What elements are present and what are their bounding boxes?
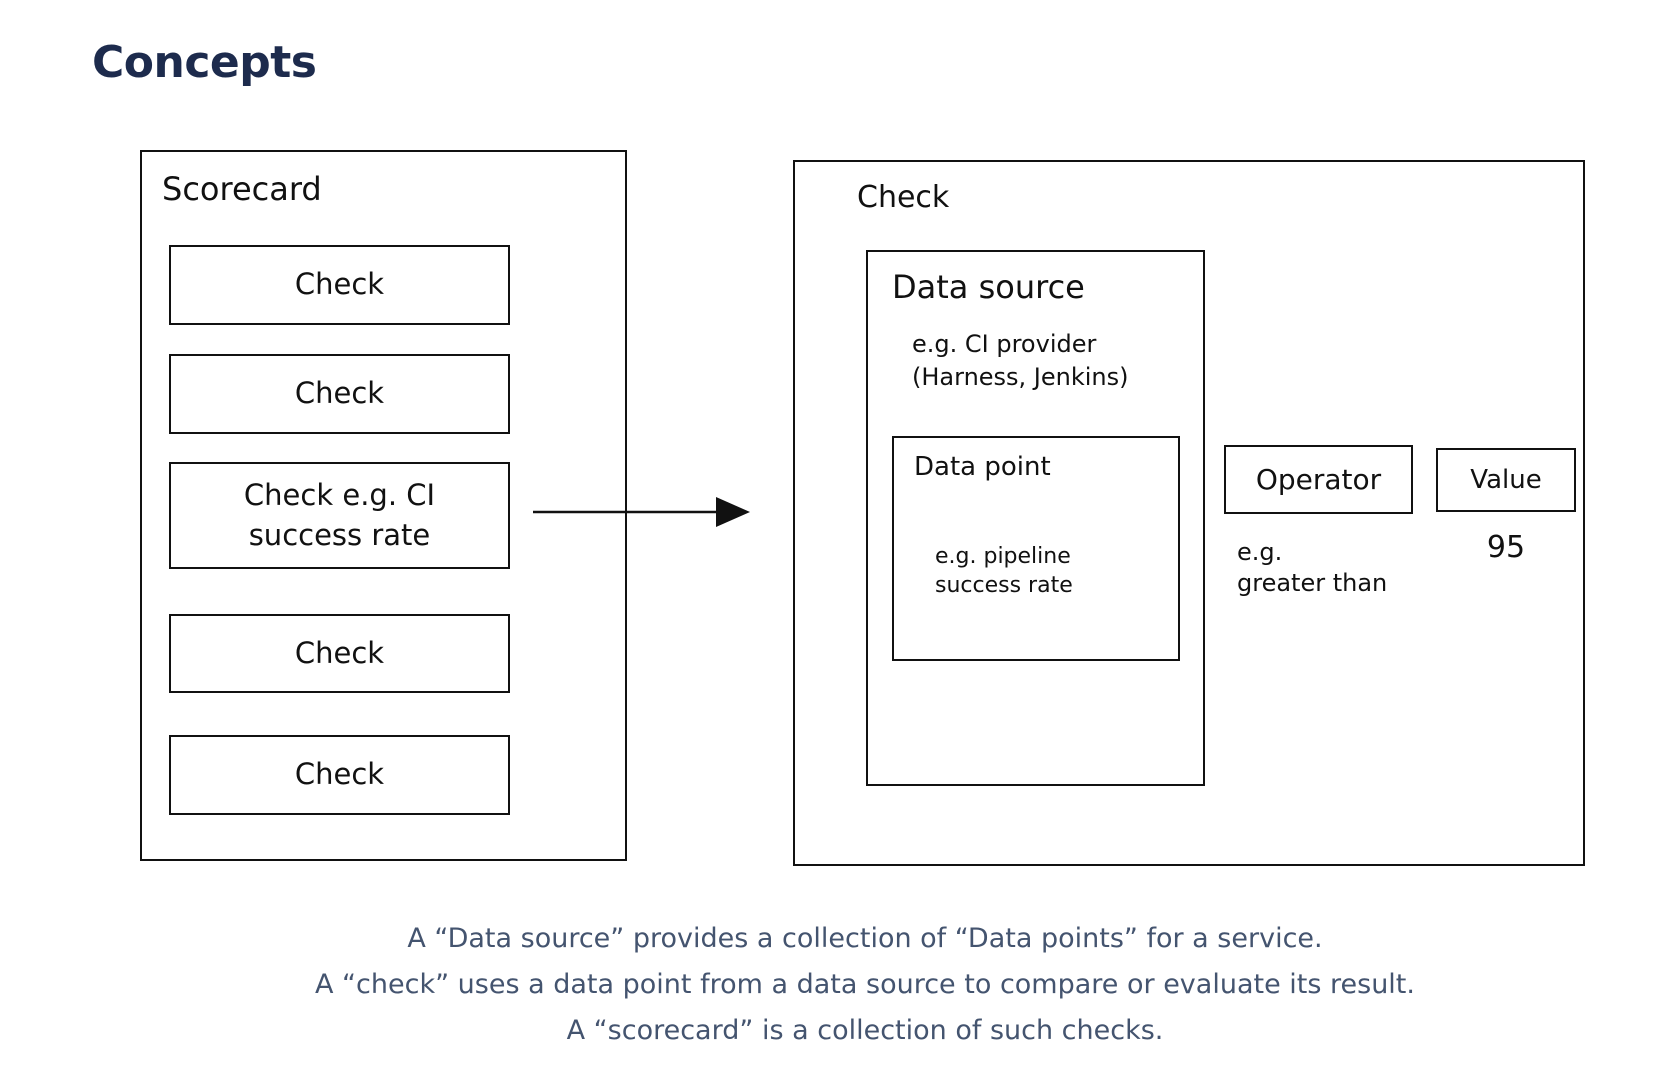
check-item-label: Check bbox=[294, 635, 385, 670]
check-item-label: Check bbox=[294, 376, 385, 411]
check-item-box: Check bbox=[169, 614, 510, 693]
check-item-label: Check e.g. CI success rate bbox=[243, 478, 436, 552]
value-example: 95 bbox=[1486, 530, 1526, 565]
check-detail-label: Check bbox=[857, 180, 950, 215]
data-point-example: e.g. pipeline success rate bbox=[935, 544, 1073, 598]
description-line-3: A “scorecard” is a collection of such ch… bbox=[566, 1015, 1164, 1046]
operator-label: Operator bbox=[1255, 463, 1382, 496]
description-line-1: A “Data source” provides a collection of… bbox=[407, 923, 1323, 954]
value-box: Value bbox=[1436, 448, 1576, 512]
check-item-box: Check bbox=[169, 354, 510, 434]
description-text: A “Data source” provides a collection of… bbox=[70, 916, 1660, 1054]
scorecard-box: Scorecard Check Check Check e.g. CI succ… bbox=[140, 150, 627, 861]
data-point-label: Data point bbox=[914, 452, 1051, 482]
check-item-box: Check bbox=[169, 245, 510, 325]
value-label: Value bbox=[1470, 465, 1542, 495]
page-title: Concepts bbox=[92, 37, 317, 89]
data-source-example: e.g. CI provider (Harness, Jenkins) bbox=[912, 330, 1129, 391]
operator-box: Operator bbox=[1224, 445, 1413, 514]
scorecard-label: Scorecard bbox=[162, 170, 322, 208]
check-item-label: Check bbox=[294, 757, 385, 792]
data-source-label: Data source bbox=[892, 268, 1085, 306]
right-arrow-icon bbox=[533, 497, 750, 527]
operator-example: e.g. greater than bbox=[1237, 538, 1388, 597]
check-item-label: Check bbox=[294, 267, 385, 302]
description-line-2: A “check” uses a data point from a data … bbox=[315, 969, 1415, 1000]
check-item-box: Check bbox=[169, 735, 510, 815]
data-point-box: Data point e.g. pipeline success rate bbox=[892, 436, 1180, 661]
data-source-box: Data source e.g. CI provider (Harness, J… bbox=[866, 250, 1205, 786]
check-detail-box: Check Data source e.g. CI provider (Harn… bbox=[793, 160, 1585, 866]
check-item-box-ci-success-rate: Check e.g. CI success rate bbox=[169, 462, 510, 569]
